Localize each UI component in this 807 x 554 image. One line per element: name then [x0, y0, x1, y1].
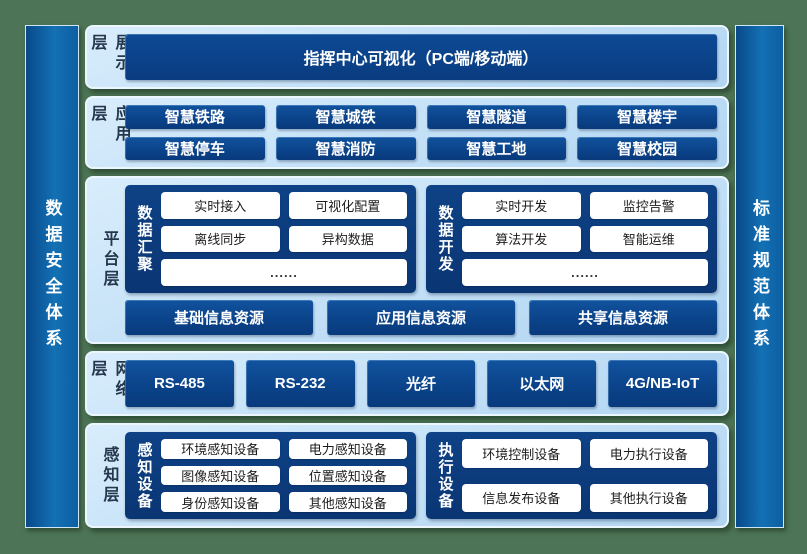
- group-data-aggregation-label: 数据汇聚: [135, 205, 153, 273]
- network-grid: RS-485 RS-232 光纤 以太网 4G/NB-IoT: [125, 360, 717, 407]
- perception-groups: 感知设备 环境感知设备 电力感知设备 图像感知设备 位置感知设备 身份感知设备 …: [125, 432, 717, 519]
- device-box: 位置感知设备: [288, 465, 407, 486]
- capability-box: 异构数据: [288, 225, 407, 253]
- capability-box: 实时接入: [161, 192, 280, 219]
- device-box: 其他执行设备: [589, 483, 708, 512]
- pillar-data-security-label: 数据安全体系: [42, 198, 62, 355]
- perception-content: 感知设备 环境感知设备 电力感知设备 图像感知设备 位置感知设备 身份感知设备 …: [125, 432, 717, 519]
- layer-display-label: 展示层: [88, 34, 130, 74]
- group-execution-devices: 执行设备 环境控制设备 电力执行设备 信息发布设备 其他执行设备: [426, 432, 717, 519]
- application-grid: 智慧铁路 智慧城铁 智慧隧道 智慧楼宇 智慧停车 智慧消防 智慧工地 智慧校园: [125, 105, 717, 160]
- device-box: 电力执行设备: [589, 439, 708, 468]
- command-center-box: 指挥中心可视化（PC端/移动端）: [125, 34, 717, 80]
- group-sensing-devices-label: 感知设备: [135, 441, 153, 510]
- group-execution-devices-label: 执行设备: [436, 441, 454, 510]
- app-box: 智慧楼宇: [577, 105, 717, 129]
- layer-display-content: 指挥中心可视化（PC端/移动端）: [125, 34, 717, 80]
- network-box: RS-232: [245, 360, 355, 407]
- capability-box: 智能运维: [589, 225, 708, 253]
- layer-network: 网络层 RS-485 RS-232 光纤 以太网 4G/NB-IoT: [85, 351, 729, 416]
- capability-box: 算法开发: [462, 225, 581, 253]
- app-box: 智慧城铁: [275, 105, 416, 129]
- device-box: 其他感知设备: [288, 492, 407, 512]
- app-box: 智慧铁路: [125, 105, 265, 129]
- network-box: 以太网: [487, 360, 597, 407]
- network-box: 光纤: [366, 360, 476, 407]
- pillar-data-security: 数据安全体系: [25, 25, 79, 528]
- group-sensing-devices-grid: 环境感知设备 电力感知设备 图像感知设备 位置感知设备 身份感知设备 其他感知设…: [161, 439, 407, 512]
- app-box: 智慧校园: [577, 136, 717, 160]
- pillar-standards-label: 标准规范体系: [750, 198, 769, 355]
- group-data-aggregation: 数据汇聚 实时接入 可视化配置 离线同步 异构数据 ......: [125, 185, 416, 293]
- network-box: RS-485: [125, 360, 234, 407]
- layer-platform-label: 平台层: [100, 230, 118, 290]
- layer-stack: 展示层 指挥中心可视化（PC端/移动端） 应用层 智慧铁路 智慧城铁 智慧隧道 …: [85, 25, 729, 528]
- layer-application: 应用层 智慧铁路 智慧城铁 智慧隧道 智慧楼宇 智慧停车 智慧消防 智慧工地 智…: [85, 96, 729, 169]
- platform-groups: 数据汇聚 实时接入 可视化配置 离线同步 异构数据 ...... 数据开发 实时…: [125, 185, 717, 293]
- device-box: 信息发布设备: [462, 483, 581, 512]
- group-data-aggregation-grid: 实时接入 可视化配置 离线同步 异构数据 ......: [161, 192, 407, 286]
- layer-network-label: 网络层: [88, 360, 130, 400]
- platform-content: 数据汇聚 实时接入 可视化配置 离线同步 异构数据 ...... 数据开发 实时…: [125, 185, 717, 335]
- layer-perception-label: 感知层: [100, 445, 118, 506]
- capability-box: 监控告警: [589, 192, 708, 219]
- group-data-development-grid: 实时开发 监控告警 算法开发 智能运维 ......: [462, 192, 708, 286]
- device-box: 电力感知设备: [288, 439, 407, 459]
- device-box: 环境感知设备: [161, 439, 280, 459]
- device-box: 身份感知设备: [161, 492, 280, 512]
- capability-box: 离线同步: [161, 225, 280, 253]
- capability-box: 实时开发: [462, 192, 581, 219]
- pillar-standards: 标准规范体系: [735, 25, 784, 528]
- device-box: 图像感知设备: [161, 465, 280, 486]
- more-ellipsis-box: ......: [161, 259, 407, 286]
- layer-perception: 感知层 感知设备 环境感知设备 电力感知设备 图像感知设备 位置感知设备 身份感…: [85, 423, 729, 528]
- app-box: 智慧工地: [426, 136, 567, 160]
- layer-application-label: 应用层: [88, 105, 130, 145]
- layer-display: 展示层 指挥中心可视化（PC端/移动端）: [85, 25, 729, 89]
- resource-box: 应用信息资源: [327, 300, 515, 335]
- app-box: 智慧停车: [125, 136, 265, 160]
- group-data-development: 数据开发 实时开发 监控告警 算法开发 智能运维 ......: [426, 185, 717, 293]
- capability-box: 可视化配置: [288, 192, 407, 219]
- resource-box: 共享信息资源: [529, 300, 717, 335]
- layer-platform: 平台层 数据汇聚 实时接入 可视化配置 离线同步 异构数据 ......: [85, 176, 729, 344]
- resource-box: 基础信息资源: [125, 300, 313, 335]
- app-box: 智慧消防: [275, 136, 416, 160]
- app-box: 智慧隧道: [426, 105, 567, 129]
- device-box: 环境控制设备: [462, 439, 581, 468]
- group-data-development-label: 数据开发: [436, 205, 454, 273]
- group-execution-devices-grid: 环境控制设备 电力执行设备 信息发布设备 其他执行设备: [462, 439, 708, 512]
- platform-resources: 基础信息资源 应用信息资源 共享信息资源: [125, 300, 717, 335]
- more-ellipsis-box: ......: [462, 259, 708, 286]
- group-sensing-devices: 感知设备 环境感知设备 电力感知设备 图像感知设备 位置感知设备 身份感知设备 …: [125, 432, 416, 519]
- network-box: 4G/NB-IoT: [608, 360, 717, 407]
